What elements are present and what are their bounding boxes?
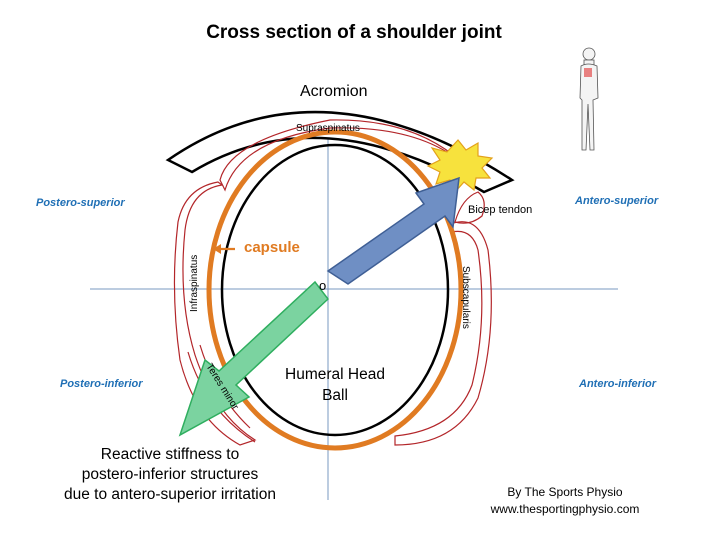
credit-website: www.thesportingphysio.com [490, 502, 640, 516]
center-marker: o [319, 278, 327, 293]
antero-superior-label: Antero-superior [575, 195, 659, 207]
humeral-head-line2: Ball [322, 387, 348, 404]
diagram-title: Cross section of a shoulder joint [206, 22, 502, 43]
capsule-label: capsule [244, 239, 300, 256]
green-reaction-arrow [178, 280, 330, 437]
postero-superior-label: Postero-superior [36, 197, 125, 209]
capsule-pointer-head [213, 244, 221, 254]
credit-author: By The Sports Physio [507, 485, 623, 499]
subscapularis-label: Subscapularis [460, 266, 471, 329]
acromion-shape [165, 110, 515, 194]
infraspinatus-label: Infraspinatus [189, 255, 200, 312]
blue-force-arrow [326, 176, 460, 285]
stiffness-caption: Reactive stiffness to postero-inferior s… [40, 445, 300, 505]
subscapularis-outline [394, 221, 492, 446]
acromion-label: Acromion [300, 83, 368, 100]
infraspinatus-outline [173, 181, 257, 446]
credit-block: By The Sports Physio www.thesportingphys… [470, 484, 660, 518]
humeral-head-label: Humeral Head Ball [280, 364, 390, 406]
antero-inferior-label: Antero-inferior [579, 378, 656, 390]
bicep-tendon-outline [454, 191, 485, 224]
capsule-ring [206, 129, 464, 451]
human-figure-icon [579, 47, 599, 151]
supraspinatus-label: Supraspinatus [296, 123, 360, 134]
humeral-head-outline [220, 143, 450, 437]
caption-line2: postero-inferior structures [81, 466, 259, 483]
postero-inferior-label: Postero-inferior [60, 378, 143, 390]
humeral-head-line1: Humeral Head [285, 366, 385, 383]
caption-line3: due to antero-superior irritation [64, 486, 276, 503]
caption-line1: Reactive stiffness to [100, 446, 240, 463]
irritation-burst-icon [426, 139, 494, 194]
bicep-tendon-label: Bicep tendon [468, 204, 533, 216]
